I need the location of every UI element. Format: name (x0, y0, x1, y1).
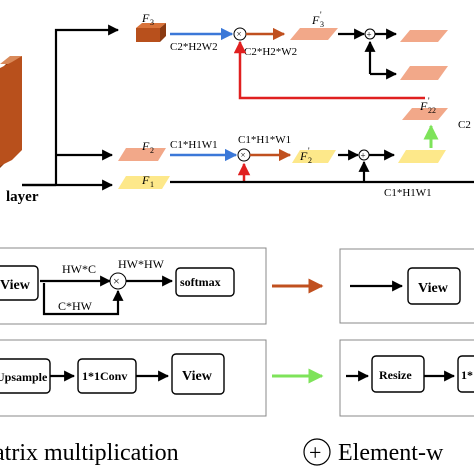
input-layer-block (0, 56, 22, 168)
f3-prime-label: F (311, 13, 320, 27)
c2-cut-label: C2 (458, 119, 471, 131)
bottom-plus-node: + (358, 149, 370, 161)
f2-prime-sub: 2 (308, 156, 312, 165)
f3-label: F (141, 11, 150, 25)
legend4-resize-label: Resize (379, 368, 412, 382)
f22-prime-mark: ' (428, 96, 430, 106)
legend2-view-label: View (418, 281, 449, 296)
legend3-view-label: View (182, 369, 213, 384)
layer-label: layer (6, 189, 39, 205)
legend4-conv-box (457, 355, 474, 393)
legend1-hwhw-label: HW*HW (118, 257, 165, 271)
svg-text:+: + (361, 151, 366, 161)
top-right-block (400, 30, 448, 42)
f3-block (136, 23, 166, 42)
svg-text:×: × (113, 274, 120, 288)
legend-plus-icon: + (303, 438, 331, 466)
f2-block (118, 148, 166, 161)
f22-prime-sub: 22 (428, 106, 436, 115)
trunk-lines (22, 24, 120, 191)
mid-right-block (400, 66, 448, 80)
legend-element-wise: Element-w (338, 440, 444, 466)
f3-prime-mark: ' (320, 10, 322, 20)
svg-text:+: + (367, 30, 372, 40)
legend-box-1 (0, 247, 267, 325)
f1-sub: 1 (150, 180, 154, 189)
legend1-view-label: View (0, 278, 31, 293)
legend3-upsample-label: Upsample (0, 370, 48, 384)
legend1-hwc-label: HW*C (62, 262, 96, 276)
c2-h2w2-label: C2*H2W2 (170, 41, 218, 53)
legend1-arrow-loop (42, 283, 124, 316)
c1-h1w1-bottom-label: C1*H1W1 (384, 187, 432, 199)
svg-text:×: × (237, 29, 242, 39)
f2-prime-label: F (299, 149, 308, 163)
f2-sub: 2 (150, 146, 154, 155)
f3-sub: 3 (150, 18, 154, 27)
legend4-resize-box (371, 355, 425, 393)
legend2-view-box (407, 267, 461, 305)
legend3-view-box (171, 353, 225, 395)
legend1-view-box (0, 265, 39, 301)
f3-prime-block (290, 28, 338, 40)
f2-label: F (141, 139, 150, 153)
legend-matrix-multiplication: atrix multiplication (0, 440, 179, 466)
c1-h1-w1-label: C1*H1*W1 (238, 134, 291, 146)
bottom-right-block (398, 150, 446, 163)
svg-text:+: + (309, 440, 321, 465)
top-multiply-node: × (233, 27, 247, 41)
legend-box-3 (0, 339, 267, 417)
red-arrow-top (233, 40, 425, 100)
f22-prime-label: F (419, 99, 428, 113)
legend1-chw-label: C*HW (58, 299, 93, 313)
legend1-multiply-node: × (109, 272, 127, 290)
legend-box-4 (339, 339, 474, 417)
f2-prime-mark: ' (308, 146, 310, 156)
legend4-conv-label: 1* (461, 368, 473, 382)
top-plus-node: + (364, 28, 376, 40)
f2-prime-block (292, 150, 336, 163)
c2-h2-w2-label: C2*H2*W2 (244, 46, 297, 58)
svg-text:×: × (241, 150, 246, 160)
legend1-softmax-label: softmax (180, 275, 221, 289)
bottom-multiply-node: × (237, 148, 251, 162)
legend-box-2 (339, 248, 474, 324)
legend1-softmax-box (175, 267, 235, 297)
f3-prime-sub: 3 (320, 20, 324, 29)
f1-block (118, 176, 170, 189)
legend3-conv-label: 1*1Conv (82, 369, 127, 383)
f1-label: F (141, 173, 150, 187)
f22-prime-block (402, 108, 448, 120)
c1-h1w1-label: C1*H1W1 (170, 139, 218, 151)
